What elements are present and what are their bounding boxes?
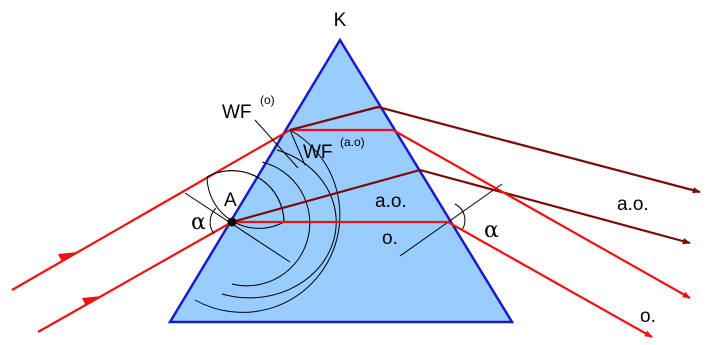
point-a-marker (227, 217, 237, 227)
incoming-ray-lower (37, 221, 233, 333)
normal-right (399, 183, 503, 257)
incoming-rays (11, 129, 291, 333)
angle-alpha-right: α (484, 218, 499, 243)
prism (167, 37, 515, 324)
angle-arc-left (209, 207, 217, 235)
out-extraordinary-upper (377, 105, 701, 194)
inner-extraordinary-upper (289, 105, 379, 132)
angle-arc-right (454, 203, 466, 231)
wavefront-o-main: WF (222, 102, 252, 123)
ray-o-out-label: o. (640, 306, 656, 327)
wavefront-o-label: WF (o) (222, 93, 275, 123)
outgoing-rays (377, 105, 701, 338)
ray-ao-inside-label: a.o. (375, 191, 407, 212)
out-extraordinary-lower (419, 168, 691, 245)
wavefront-o-sup: (o) (260, 93, 275, 107)
out-ordinary-upper (392, 129, 691, 299)
inner-extraordinary-lower (231, 168, 421, 224)
wavefront-arc-1 (231, 161, 311, 287)
out-ordinary-lower (447, 221, 653, 338)
wavefront-o-line (254, 119, 299, 169)
wavefront-arc-2 (221, 149, 337, 299)
construction-lines (184, 119, 503, 313)
angle-alpha-left: α (191, 210, 206, 235)
point-a-label: A (224, 190, 237, 211)
ray-ao-out-label: a.o. (617, 194, 649, 215)
internal-rays (231, 105, 448, 224)
incoming-ray-upper (11, 129, 291, 291)
ray-o-inside-label: o. (382, 228, 398, 249)
wavefront-ao-sup: (a.o) (340, 135, 365, 149)
wavefront-ao-main: WF (303, 142, 333, 163)
wavefront-ao-label: WF (a.o) (303, 135, 365, 163)
incoming-arrowhead-lower (82, 296, 102, 306)
wavefront-arc-3 (194, 129, 341, 313)
incoming-arrowhead-upper (58, 252, 78, 262)
apex-label: K (334, 10, 347, 31)
wavefront-ao-line (289, 129, 306, 166)
normal-left (184, 192, 291, 263)
